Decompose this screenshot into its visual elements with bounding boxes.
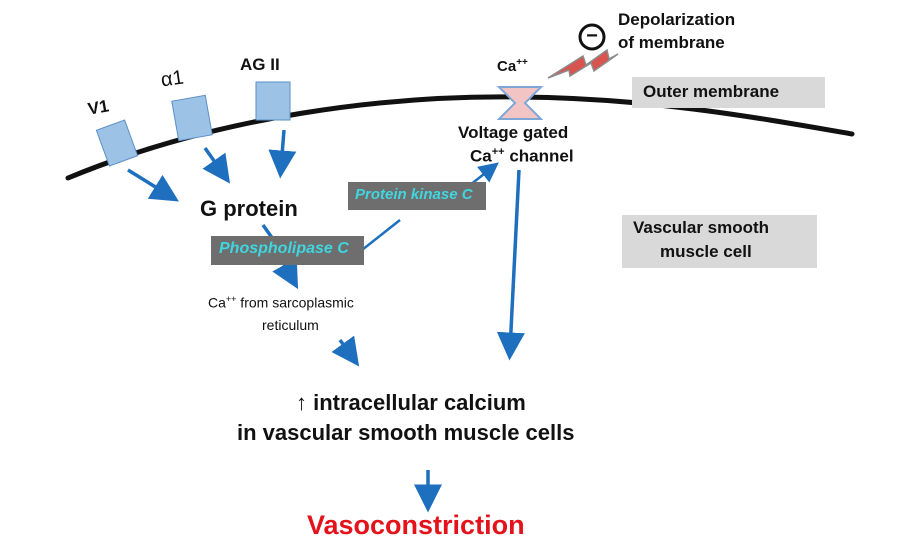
ca-ion-label: Ca++: [497, 57, 528, 75]
ca-ion-charge: ++: [516, 57, 528, 68]
protein-kinase-c-box: [348, 182, 486, 210]
arrow-plc-to-pkc: [361, 219, 401, 251]
alpha1-label: α1: [159, 66, 186, 92]
lightning-icon: [547, 48, 619, 79]
negative-charge-symbol: −: [586, 25, 598, 47]
sr-calcium-line1: Ca++ from sarcoplasmic: [208, 294, 354, 311]
arrow-v1-to-gprotein: [127, 168, 179, 202]
voltage-gated-line2: Ca++ channel: [470, 146, 574, 167]
phospholipase-c-label: Phospholipase C: [219, 240, 349, 257]
ca-ion-text: Ca: [497, 58, 517, 75]
phospholipase-c-box: [211, 236, 364, 265]
ag2-label: AG II: [240, 55, 280, 74]
sr-ion-text: Ca: [208, 294, 226, 311]
arrow-ag2-to-gprotein: [268, 129, 297, 179]
vsm-cell-line2: muscle cell: [660, 242, 752, 261]
arrow-sr-to-calcium: [331, 335, 360, 367]
depolarization-line2: of membrane: [618, 33, 725, 52]
ag2-receptor: [255, 81, 291, 121]
channel-ion-text: Ca: [470, 146, 492, 166]
outer-membrane-label: Outer membrane: [643, 82, 780, 101]
protein-kinase-c-label: Protein kinase C: [355, 186, 473, 203]
arrow-channel-to-calcium: [496, 169, 525, 361]
outer-membrane-box: [632, 77, 825, 108]
g-protein-label: G protein: [200, 196, 298, 221]
sr-text: from sarcoplasmic: [236, 294, 354, 311]
result-line2: in vascular smooth muscle cells: [237, 420, 575, 445]
arrow-alpha1-to-gprotein: [202, 146, 231, 184]
ca-channel-icon: [496, 86, 544, 120]
arrow-plc-to-sr: [272, 257, 299, 290]
vsm-cell-box: [622, 215, 817, 268]
channel-ion-charge: ++: [491, 146, 505, 158]
v1-receptor: [95, 119, 139, 167]
alpha1-receptor: [171, 94, 213, 142]
vasoconstriction-label: Vasoconstriction: [307, 510, 525, 540]
vsm-cell-line1: Vascular smooth: [633, 218, 770, 237]
negative-charge-icon: [578, 23, 606, 51]
voltage-gated-line1: Voltage gated: [458, 123, 569, 142]
channel-text: channel: [504, 146, 574, 166]
v1-label: V1: [86, 96, 111, 119]
depolarization-line1: Depolarization: [618, 10, 736, 29]
result-line1: ↑ intracellular calcium: [296, 390, 526, 415]
sr-ion-charge: ++: [225, 294, 237, 304]
sr-calcium-line2: reticulum: [262, 317, 319, 333]
